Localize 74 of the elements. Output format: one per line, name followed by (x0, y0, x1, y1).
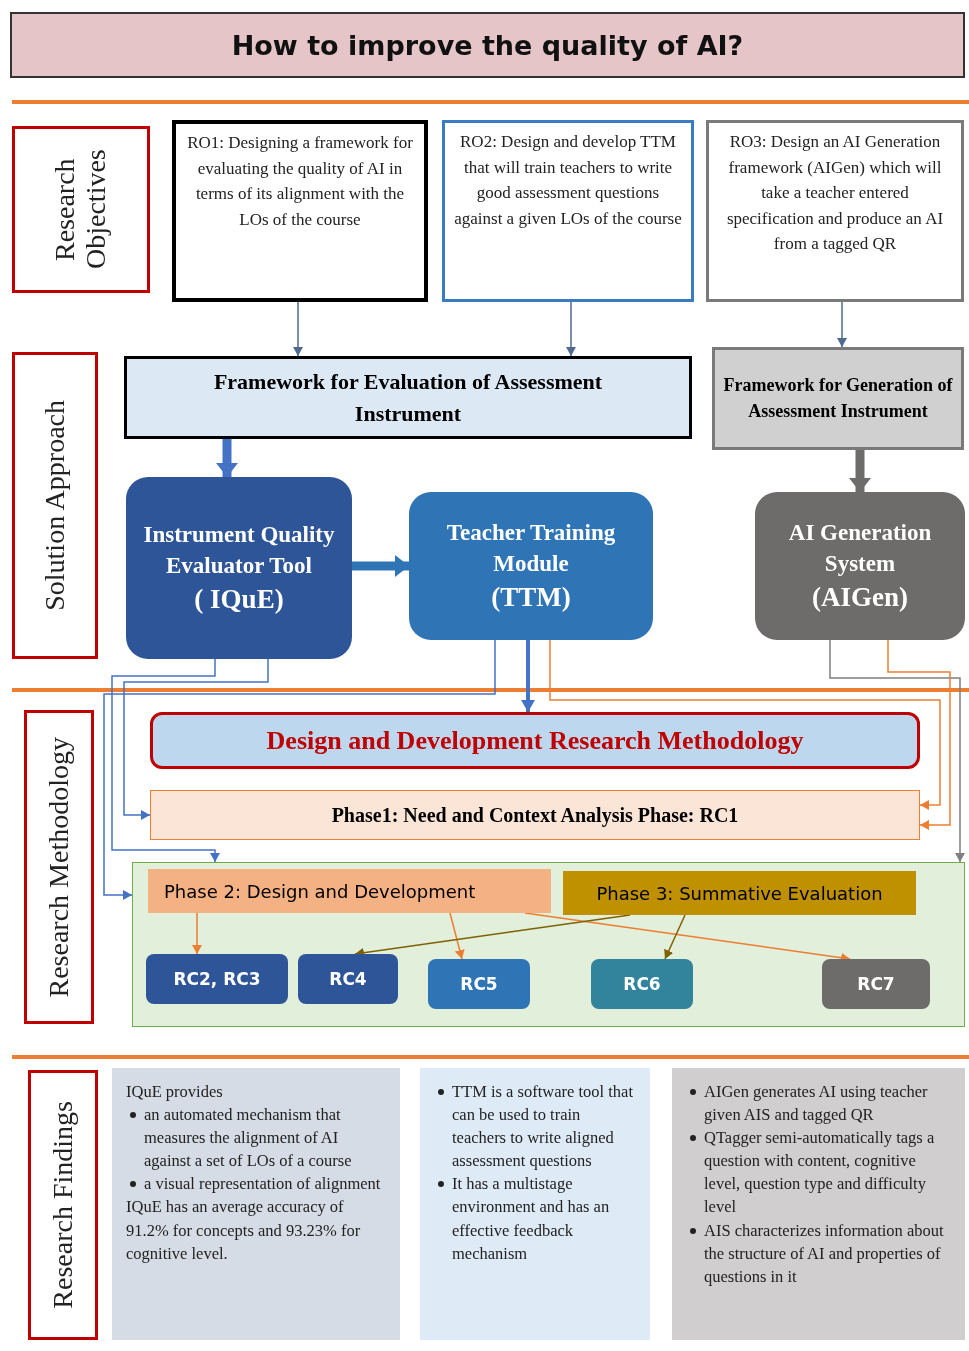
tool-box (126, 477, 352, 659)
section-label: Research Methodology (43, 736, 75, 998)
arrow (103, 639, 496, 900)
phase-box (563, 871, 916, 915)
phase-box (148, 869, 551, 913)
phase-box (150, 790, 920, 840)
box-text: RC7 (857, 974, 895, 994)
contribution-box (146, 954, 288, 1004)
arrow (566, 301, 576, 357)
section-label: Solution Approach (39, 400, 71, 611)
objective-box (172, 120, 428, 302)
arrow (216, 439, 238, 477)
arrow (549, 639, 941, 810)
section-label-box (12, 126, 150, 293)
contribution-box (591, 959, 693, 1009)
box-text: RC2, RC3 (173, 969, 261, 989)
bullet-text: TTM is a software tool that can be used to train teachers to write aligned assessment questions (452, 1081, 634, 1173)
contribution-box (822, 959, 930, 1009)
box-text: RC5 (460, 974, 498, 994)
box-text: Design and Development Research Methodology (266, 725, 804, 756)
bullet-text: It has a multistage environment and has an effective feedback mechanism (452, 1173, 611, 1265)
box-abbreviation: (AIGen) (812, 580, 908, 614)
arrow (664, 914, 686, 960)
arrow (887, 639, 951, 830)
box-text: IQuE has an average accuracy of 91.2% for concepts and 93.23% for cognitive level. (126, 1196, 362, 1265)
contribution-box (298, 954, 398, 1004)
box-title: Instrument Quality Evaluator Tool (142, 520, 336, 580)
box-text: RO3: Design an AI Generation framework (AIGen) which will take a teacher entered specification and produce an AI from a tagged QR (725, 131, 945, 255)
box-text: Phase 2: Design and Development (164, 880, 476, 902)
findings-panel (112, 1068, 400, 1340)
box-text: Framework for Generation of Assessment Instrument (722, 374, 954, 423)
arrow (837, 301, 847, 348)
title-banner: How to improve the quality of AI? (10, 12, 965, 78)
box-text: RC6 (623, 974, 661, 994)
system-box (755, 492, 965, 640)
contribution-box (428, 959, 530, 1009)
arrow (829, 639, 965, 863)
phase-group-box (132, 862, 965, 1027)
section-label-box (28, 1070, 98, 1340)
box-abbreviation: (TTM) (491, 580, 571, 614)
box-title: AI Generation System (787, 518, 933, 578)
arrow (192, 912, 202, 955)
module-box (409, 492, 653, 640)
arrow (521, 640, 535, 712)
arrow (123, 658, 269, 820)
box-text: Phase1: Need and Context Analysis Phase: RC1 (331, 803, 739, 827)
box-text: RC4 (329, 969, 367, 989)
bullet-text: AIS characterizes information about the structure of AI and properties of questions in it (704, 1219, 945, 1288)
findings-panel (672, 1068, 965, 1340)
bullet-text: a visual representation of alignment (144, 1173, 381, 1196)
arrow (449, 912, 465, 960)
methodology-box (150, 712, 920, 769)
arrow (849, 450, 871, 492)
objective-box (706, 120, 964, 302)
box-text: IQuE provides (126, 1081, 223, 1103)
framework-box (124, 356, 692, 439)
box-title: Teacher Training Module (445, 518, 617, 578)
box-abbreviation: ( IQuE) (194, 582, 284, 616)
bullet-text: QTagger semi-automatically tags a question with content, cognitive level, question type and difficulty level (704, 1127, 936, 1219)
box-text: RO1: Designing a framework for evaluating the quality of AI in terms of its alignment with the LOs of the course (186, 132, 414, 231)
section-label-box (24, 710, 94, 1024)
arrow (352, 555, 409, 577)
section-label-box (12, 352, 98, 659)
arrow (293, 301, 303, 357)
section-label: Research Findings (47, 1101, 79, 1309)
findings-panel (420, 1068, 650, 1340)
bullet-text: AIGen generates AI using teacher given AIS and tagged QR (704, 1081, 929, 1127)
box-text: Phase 3: Summative Evaluation (596, 882, 883, 904)
objective-box (442, 120, 694, 302)
framework-box (712, 347, 964, 450)
arrow (111, 658, 220, 863)
box-text: RO2: Design and develop TTM that will train teachers to write good assessment questions against a given LOs of the course (453, 131, 683, 230)
section-label: Research Objectives (50, 148, 112, 272)
box-text: Framework for Evaluation of Assessment Instrument (212, 367, 604, 428)
